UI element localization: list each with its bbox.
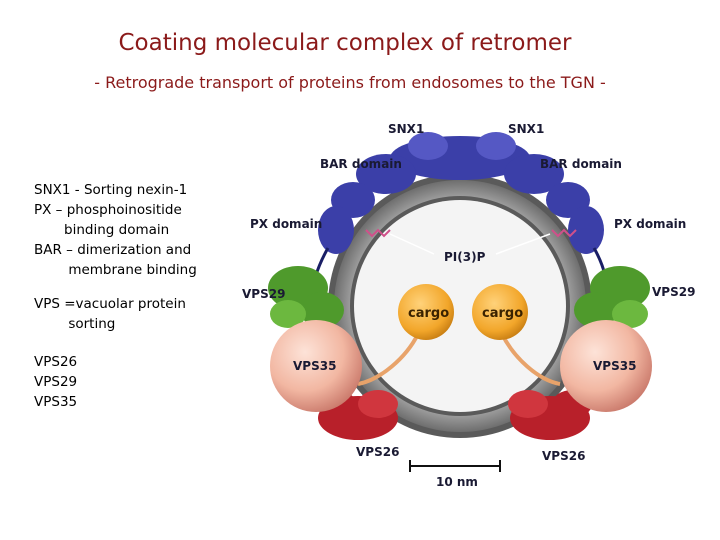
scale-bar-label: 10 nm xyxy=(436,475,478,489)
vps26-label-left: VPS26 xyxy=(356,445,399,459)
px-domain-label-left: PX domain xyxy=(250,217,322,231)
vesicle-membrane xyxy=(328,174,592,438)
scale-bar xyxy=(409,460,501,472)
snx1-label-right: SNX1 xyxy=(508,122,544,136)
pi3p-lipid-left xyxy=(365,228,391,238)
vps29-right xyxy=(574,266,650,328)
vps26-label-right: VPS26 xyxy=(542,449,585,463)
vps29-label-left: VPS29 xyxy=(242,287,285,301)
vps35-label-left: VPS35 xyxy=(293,359,336,373)
legend-vps-definition: VPS =vacuolar protein sorting xyxy=(34,296,186,332)
legend-snx-definitions: SNX1 - Sorting nexin-1 PX – phosphoinosi… xyxy=(34,182,197,278)
cargo-left xyxy=(398,284,454,340)
pi3p-pointer-right xyxy=(495,233,551,255)
page-subtitle: - Retrograde transport of proteins from … xyxy=(94,73,606,92)
retromer-diagram: SNX1 SNX1 BAR domain BAR domain PX domai… xyxy=(242,122,695,489)
cargo-tail-left xyxy=(357,333,420,386)
page-title: Coating molecular complex of retromer xyxy=(118,30,572,56)
px-domain-right xyxy=(568,206,604,254)
vps35-right-sphere xyxy=(560,320,652,412)
pi3p-label: PI(3)P xyxy=(444,250,486,264)
vps35-label-right: VPS35 xyxy=(593,359,636,373)
cargo-label-left: cargo xyxy=(408,306,449,321)
bar-domain-label-right: BAR domain xyxy=(540,157,622,171)
snx1-label-left: SNX1 xyxy=(388,122,424,136)
cargo-label-right: cargo xyxy=(482,306,523,321)
px-domain-left xyxy=(318,206,354,254)
vps35-left-sphere xyxy=(270,320,362,412)
cargo-tail-right xyxy=(500,333,561,386)
legend-vps-list: VPS26 VPS29 VPS35 xyxy=(34,354,78,410)
px-domain-label-right: PX domain xyxy=(614,217,686,231)
vps29-left xyxy=(268,266,344,328)
pi3p-lipid-right xyxy=(551,228,577,238)
vps29-label-right: VPS29 xyxy=(652,285,695,299)
pi3p-pointer-left xyxy=(389,233,435,255)
bar-domain-label-left: BAR domain xyxy=(320,157,402,171)
cargo-right xyxy=(472,284,528,340)
